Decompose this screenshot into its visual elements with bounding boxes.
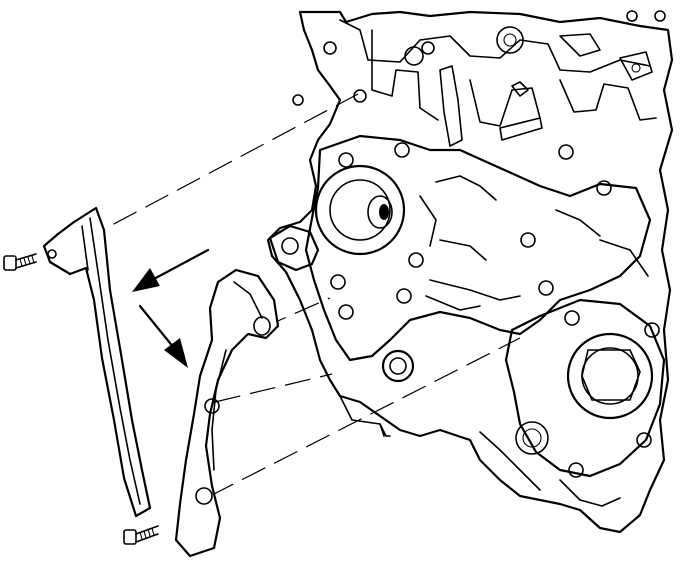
engine-block-illustration: [266, 10, 674, 534]
removal-arrow: [138, 304, 188, 368]
tensioner-guide-illustration: [174, 268, 280, 558]
bolt-icon: [123, 525, 159, 545]
alignment-line-tensioner-lower: [214, 373, 333, 403]
timing-chain-guide-illustration: [42, 206, 152, 518]
removal-arrow: [132, 248, 210, 292]
alignment-line-lower-bolt: [209, 337, 521, 497]
bolt-icon: [3, 253, 37, 271]
